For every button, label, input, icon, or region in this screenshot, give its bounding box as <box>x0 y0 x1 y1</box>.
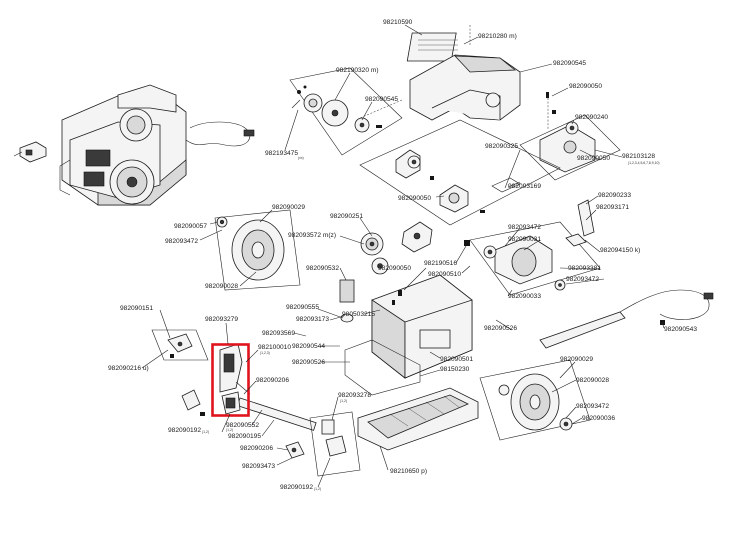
wheel-module <box>289 67 403 156</box>
label-982090501: 982090501 <box>440 356 473 363</box>
small-clamp-part <box>13 141 47 163</box>
label-982090028-b: 982090028 <box>576 377 609 384</box>
label-982093381: 982093381 <box>568 265 601 272</box>
highlighted-component <box>211 343 251 417</box>
label-982093472-c: 982093472 <box>566 276 599 283</box>
pulley-group <box>360 221 470 275</box>
micro-note-1: (xx) <box>298 156 304 160</box>
label-982090240: 982090240 <box>575 114 608 121</box>
label-982090050-b: 982090050 <box>577 155 610 162</box>
label-98210280: 98210280 m) <box>478 33 517 40</box>
gear-box-group <box>519 92 621 181</box>
label-982090552: 982090552 <box>226 422 259 429</box>
label-982093279: 982093279 <box>205 316 238 323</box>
label-982090206-a: 982090206 <box>256 377 289 384</box>
right-wheel <box>479 359 591 441</box>
label-982093278: 982093278 <box>338 392 371 399</box>
label-982090545-a: 982090545 <box>553 60 586 67</box>
label-982090526-a: 982090526 <box>484 325 517 332</box>
label-982090033: 982090033 <box>508 293 541 300</box>
label-982090325: 982090325 <box>485 143 518 150</box>
label-982103128: 982103128 <box>622 153 655 160</box>
micro-note-6: (1,2) <box>314 487 321 491</box>
label-982090057: 982090057 <box>174 223 207 230</box>
label-982090543: 982090543 <box>664 326 697 333</box>
label-982093472-d: 982093472 <box>576 403 609 410</box>
label-982093171: 982093171 <box>596 204 629 211</box>
label-982090050-a: 982090050 <box>569 83 602 90</box>
label-982093472-b: 982093472 <box>508 224 541 231</box>
label-982090545-b: 982090545 <box>365 96 398 103</box>
label-982090544: 982090544 <box>292 343 325 350</box>
label-982090192-b: 982090192 <box>280 484 313 491</box>
label-982090233: 982090233 <box>598 192 631 199</box>
label-982090216: 982090216 u) <box>108 365 149 372</box>
leader-lines <box>141 24 665 488</box>
micro-note-7: (1,2) <box>226 428 233 432</box>
micro-note-3: (1,2,3) <box>260 351 270 355</box>
label-982090206-b: 982090206 <box>240 445 273 452</box>
label-982093472-a: 982093472 <box>165 238 198 245</box>
left-wheel <box>214 209 301 291</box>
power-cord <box>539 289 714 349</box>
base-chassis <box>339 274 473 396</box>
motor <box>469 199 601 296</box>
micro-annotations: (xx) (1,2,3,4,5,6,7,8,9,10) (1,2,3) (1,2… <box>202 156 659 491</box>
label-982090028-a: 982090028 <box>205 283 238 290</box>
label-982090029-b: 982090029 <box>560 356 593 363</box>
label-982190516: 982190516 <box>424 260 457 267</box>
label-982090195: 982090195 <box>228 433 261 440</box>
micro-note-2: (1,2,3,4,5,6,7,8,9,10) <box>628 161 659 165</box>
tray <box>357 387 479 451</box>
label-982093569: 982093569 <box>262 330 295 337</box>
label-982193475: 982193475 <box>265 150 298 157</box>
label-982093473: 982093473 <box>242 463 275 470</box>
label-982093173: 982093173 <box>296 316 329 323</box>
carriage-assembly <box>151 329 361 477</box>
part-labels: 98210590 98210280 m) 982090545 982190320… <box>108 19 697 491</box>
label-98210590: 98210590 <box>383 19 413 26</box>
assembled-machine <box>13 84 255 206</box>
label-982093169: 982093169 <box>508 183 541 190</box>
micro-note-5: (1,2) <box>202 430 209 434</box>
label-980503215: 980503215 <box>342 311 375 318</box>
label-982090031: 982090031 <box>508 236 541 243</box>
label-982094150: 982094150 k) <box>600 247 640 254</box>
label-982090036: 982090036 <box>582 415 615 422</box>
label-982090555: 982090555 <box>286 304 319 311</box>
label-982100010: 982100010 <box>258 344 291 351</box>
label-982090050-d: 982090050 <box>378 265 411 272</box>
label-982093572: 982093572 m(z) <box>288 232 336 239</box>
micro-note-4: (1,2) <box>340 399 347 403</box>
label-982090151: 982090151 <box>120 305 153 312</box>
label-982090251: 982090251 <box>330 213 363 220</box>
label-982090510: 982090510 <box>428 271 461 278</box>
highlight-box <box>211 343 250 417</box>
label-98210650: 98210650 p) <box>390 468 427 475</box>
label-98150230: 98150230 <box>440 366 470 373</box>
label-982090192-a: 982090192 <box>168 427 201 434</box>
top-cover-group <box>359 25 521 121</box>
label-982090050-c: 982090050 <box>398 195 431 202</box>
label-982190320: 982190320 m) <box>336 67 379 74</box>
label-982090526-b: 982090526 <box>292 359 325 366</box>
label-982090532: 982090532 <box>306 265 339 272</box>
label-982090029-a: 982090029 <box>272 204 305 211</box>
center-mechanism <box>359 119 561 226</box>
